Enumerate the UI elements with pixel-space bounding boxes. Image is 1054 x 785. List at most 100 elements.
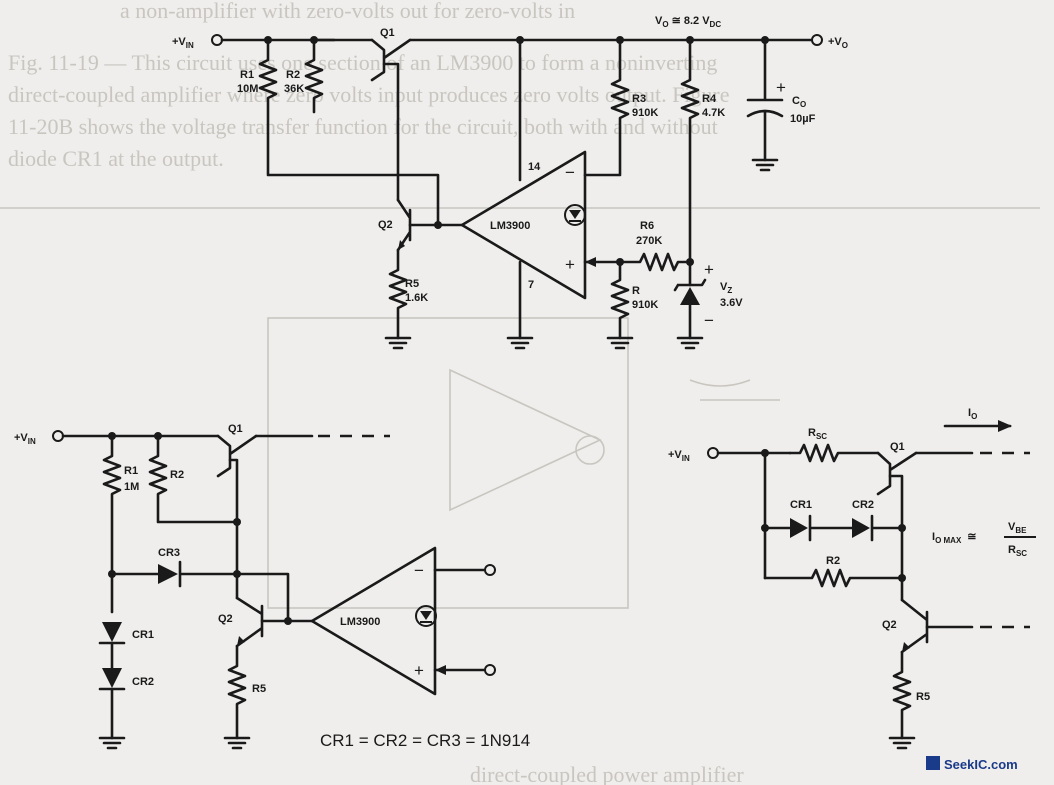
b-cr1-label: CR1 — [132, 629, 154, 641]
c-gnd-r5 — [888, 736, 916, 750]
a-r5-label: R5 — [405, 278, 419, 290]
c-cr1 — [790, 518, 808, 538]
a-vz-label: VZ — [720, 281, 732, 295]
bg-text-line0: a non-amplifier with zero-volts out for … — [120, 0, 575, 23]
a-pin7-label: 7 — [528, 279, 534, 291]
b-cr2 — [102, 668, 122, 688]
b-q1-label: Q1 — [228, 423, 243, 435]
a-co-label: CO — [792, 95, 806, 109]
b-cr2-label: CR2 — [132, 676, 154, 688]
a-r4-value: 4.7K — [702, 107, 725, 119]
b-cr3 — [158, 564, 178, 584]
watermark-text: SeekIC.com — [944, 757, 1018, 772]
bg-text-line2: direct-coupled amplifier where zero volt… — [8, 82, 730, 107]
a-r2-label: R2 — [286, 69, 300, 81]
a-gnd-vz — [676, 336, 704, 350]
a-gnd-r5 — [384, 336, 412, 350]
a-r1-label: R1 — [240, 69, 254, 81]
a-r1 — [258, 38, 440, 226]
a-r-label: R — [632, 285, 640, 297]
a-vz-minus: − — [704, 311, 714, 330]
b-opamp-minus: − — [414, 561, 424, 580]
watermark: SeekIC.com — [926, 756, 1018, 772]
a-vin-label: +VIN — [172, 36, 194, 50]
b-r5-label: R5 — [252, 683, 266, 695]
c-q1-label: Q1 — [890, 441, 905, 453]
a-vo-note: VO≅ 8.2 VDC — [655, 15, 721, 29]
a-opamp-minus: − — [565, 163, 575, 182]
a-r6-label: R6 — [640, 220, 654, 232]
b-q2-label: Q2 — [218, 613, 233, 625]
a-opamp — [460, 150, 587, 300]
c-formula-den: RSC — [1008, 544, 1027, 558]
a-co — [746, 38, 784, 162]
b-plus-terminal — [484, 664, 496, 676]
a-opamp-label: LM3900 — [490, 220, 530, 232]
c-cr1-label: CR1 — [790, 499, 812, 511]
a-q1 — [370, 38, 412, 82]
a-r6 — [618, 252, 692, 272]
b-r1 — [102, 434, 122, 614]
bg-text-line4: diode CR1 at the output. — [8, 146, 224, 171]
watermark-logo-icon — [926, 756, 940, 770]
bg-text-line3: 11-20B shows the voltage transfer functi… — [8, 114, 718, 139]
b-opamp-plus: + — [414, 661, 424, 680]
c-formula-num: VBE — [1008, 521, 1027, 535]
a-gnd-r — [606, 336, 634, 350]
a-r6-value: 270K — [636, 235, 662, 247]
b-diode-note: CR1 = CR2 = CR3 = 1N914 — [320, 731, 530, 750]
b-opamp-label: LM3900 — [340, 616, 380, 628]
a-pin14-label: 14 — [528, 161, 541, 173]
a-q1-label: Q1 — [380, 27, 395, 39]
a-vz-value: 3.6V — [720, 297, 743, 309]
circuit-a: +VIN R1 10M R2 36K Q1 +VO VO≅ 8.2 VDC 14… — [172, 15, 848, 350]
c-vin-label: +VIN — [668, 449, 690, 463]
a-r4-label: R4 — [702, 93, 717, 105]
a-vo-terminal — [811, 34, 823, 46]
b-r2 — [148, 434, 239, 524]
b-cr3-label: CR3 — [158, 547, 180, 559]
a-zener — [680, 287, 700, 305]
a-vz-plus: + — [704, 260, 714, 279]
bg-text-line5: direct-coupled power amplifier — [470, 762, 744, 785]
circuit-c: +VIN RSC Q1 IO CR1 CR2 R2 IO MAX≅ VBE — [668, 407, 1036, 750]
a-vo-label: +VO — [828, 36, 848, 50]
c-r2-label: R2 — [826, 555, 840, 567]
c-cr2-label: CR2 — [852, 499, 874, 511]
a-r5 — [388, 248, 408, 340]
a-gnd-co — [751, 158, 779, 172]
c-q1 — [876, 451, 918, 496]
c-cr2 — [852, 518, 870, 538]
c-iomax: IO MAX≅ — [932, 531, 977, 545]
b-r1-label: R1 — [124, 465, 138, 477]
a-vin-terminal — [211, 34, 223, 46]
a-r3-label: R3 — [632, 93, 646, 105]
b-vin-label: +VIN — [14, 432, 36, 446]
b-q1 — [216, 434, 258, 478]
a-gnd-7 — [506, 336, 534, 350]
a-r4 — [680, 38, 700, 264]
a-r3 — [583, 38, 630, 177]
a-r5-value: 1.6K — [405, 292, 428, 304]
a-co-value: 10µF — [790, 113, 816, 125]
c-r5 — [892, 650, 912, 740]
a-q2-label: Q2 — [378, 219, 393, 231]
a-r1-value: 10M — [237, 83, 258, 95]
a-r2 — [304, 38, 324, 114]
bg-text-line1: Fig. 11-19 — This circuit uses one secti… — [8, 50, 717, 75]
b-cr1 — [102, 622, 122, 642]
a-r-value: 910K — [632, 299, 658, 311]
a-r2-value: 36K — [284, 83, 304, 95]
circuit-b: +VIN R1 1M R2 Q1 CR3 CR1 CR2 — [14, 423, 530, 750]
a-r — [610, 260, 630, 340]
c-rsc-label: RSC — [808, 427, 827, 441]
a-opamp-plus: + — [565, 255, 575, 274]
c-r2 — [763, 568, 904, 588]
c-q2-label: Q2 — [882, 619, 897, 631]
b-r1-value: 1M — [124, 481, 139, 493]
c-r5-label: R5 — [916, 691, 930, 703]
c-io-label: IO — [968, 407, 977, 421]
